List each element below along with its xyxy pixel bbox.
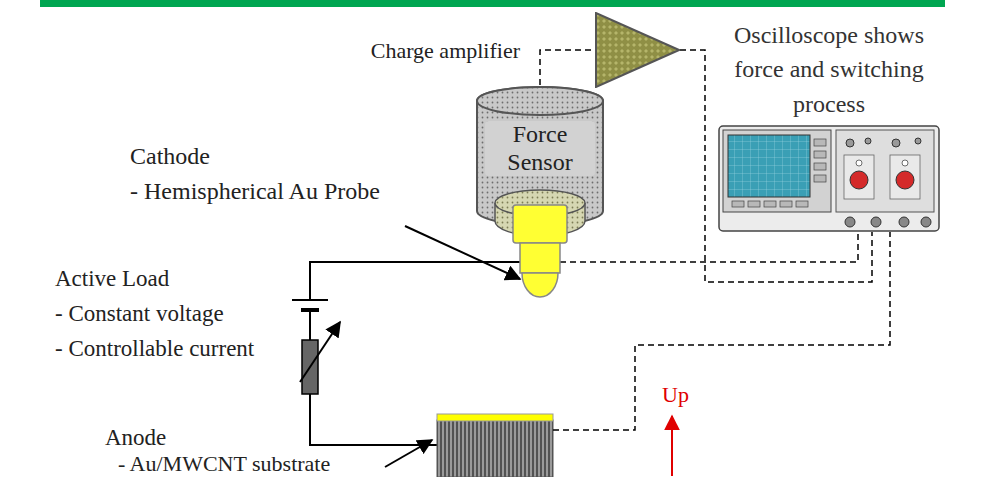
mwcnt-forest: [437, 420, 553, 477]
amplifier-triangle: [595, 12, 680, 88]
signal-connector: [540, 50, 595, 85]
part-label: - Constant voltage: [55, 301, 224, 327]
part-label: - Controllable current: [55, 336, 254, 362]
part-label: - Au/MWCNT substrate: [118, 451, 330, 476]
signal-line: [553, 232, 890, 430]
oscilloscope-illustration: [718, 125, 940, 232]
leader-arrow: [385, 440, 432, 467]
leader-arrow: [405, 226, 520, 279]
part-label: Cathode: [130, 143, 210, 171]
node-label: Charge amplifier: [371, 38, 520, 63]
part-label: Anode: [105, 425, 166, 451]
circuit-wire: [310, 262, 520, 300]
circuit-wire: [309, 310, 311, 340]
title-bar: [40, 0, 945, 7]
oscilloscope-node: Oscilloscope shows force and switching p…: [718, 125, 940, 232]
gold-layer: [437, 414, 553, 421]
part-label: - Hemispherical Au Probe: [130, 178, 380, 206]
direction-arrow: [671, 416, 673, 476]
amplifier-node: Charge amplifier: [595, 12, 680, 88]
variable-arrow: [300, 322, 340, 382]
gold-probe: [505, 200, 575, 305]
circuit-wire: [310, 394, 437, 445]
battery-symbol: [292, 299, 328, 301]
node-label: Oscilloscope shows force and switching p…: [714, 18, 944, 122]
signal-line: [560, 232, 858, 262]
node-label: Force Sensor: [485, 121, 595, 176]
part-label: Active Load: [55, 266, 169, 292]
direction-label: Up: [662, 382, 689, 407]
